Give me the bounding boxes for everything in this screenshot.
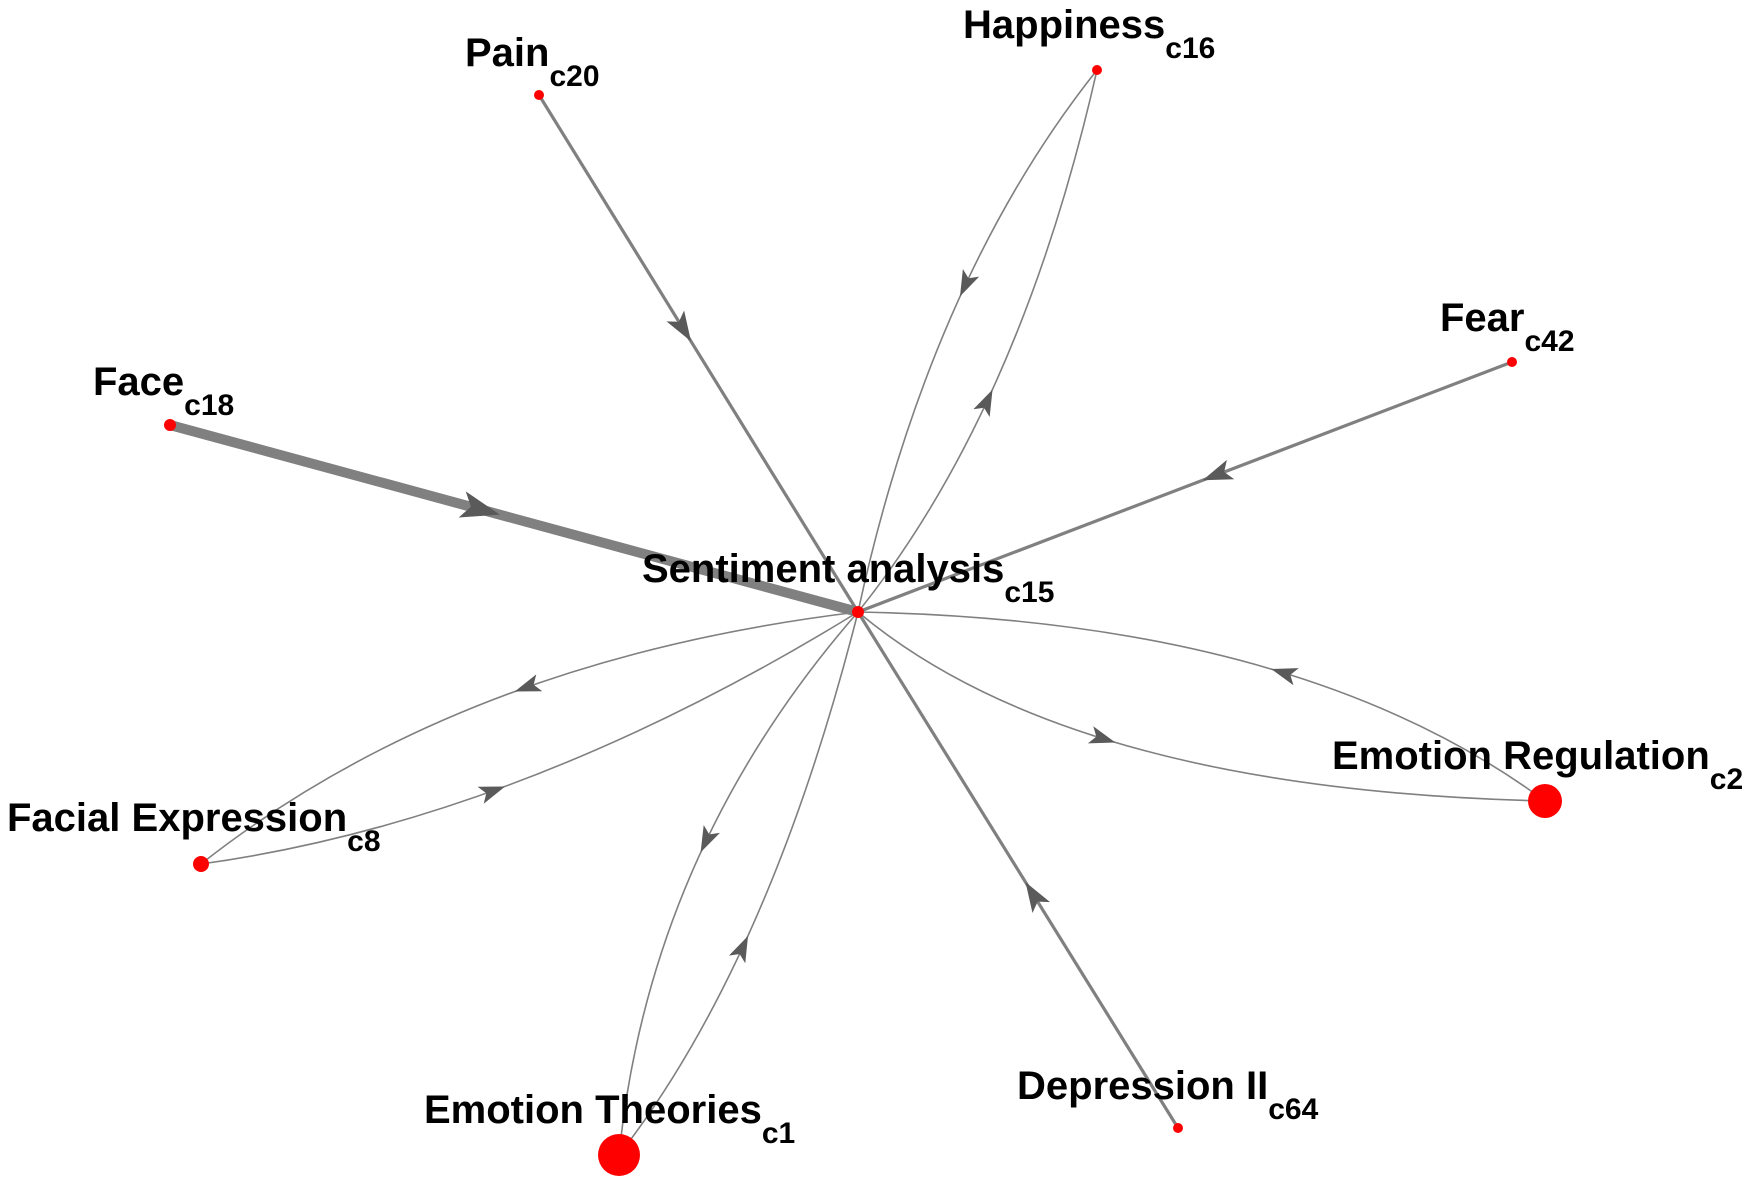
label-sub-emotion-regulation: c2 bbox=[1710, 763, 1743, 796]
arrowhead-facial-expression-to-sentiment-analysis bbox=[477, 786, 506, 804]
arrowhead-sentiment-analysis-to-facial-expression bbox=[514, 674, 543, 692]
label-main-fear: Fear bbox=[1440, 296, 1525, 340]
node-facial-expression bbox=[193, 856, 209, 872]
label-sentiment-analysis: Sentiment analysisc15 bbox=[642, 547, 1054, 609]
label-sub-emotion-theories: c1 bbox=[762, 1117, 795, 1150]
label-emotion-theories: Emotion Theoriesc1 bbox=[424, 1088, 795, 1150]
label-fear: Fearc42 bbox=[1440, 296, 1575, 358]
label-emotion-regulation: Emotion Regulationc2 bbox=[1332, 734, 1743, 796]
arrowhead-happiness-to-sentiment-analysis bbox=[959, 269, 980, 297]
edge-sentiment-analysis-to-emotion-regulation bbox=[857, 611, 1546, 802]
label-sub-happiness: c16 bbox=[1165, 32, 1215, 65]
edge-sentiment-analysis-to-emotion-theories bbox=[618, 611, 859, 1156]
edge-emotion-theories-to-sentiment-analysis bbox=[618, 611, 859, 1156]
edge-emotion-regulation-to-sentiment-analysis bbox=[857, 611, 1546, 802]
arrowhead-emotion-regulation-to-sentiment-analysis bbox=[1271, 668, 1299, 686]
arrowhead-emotion-theories-to-sentiment-analysis bbox=[728, 935, 749, 964]
label-face: Facec18 bbox=[93, 360, 234, 422]
label-main-face: Face bbox=[93, 360, 184, 404]
node-emotion-theories bbox=[598, 1134, 640, 1176]
label-main-emotion-theories: Emotion Theories bbox=[424, 1088, 762, 1132]
edge-facial-expression-to-sentiment-analysis bbox=[200, 611, 859, 865]
nodes-layer bbox=[164, 65, 1562, 1176]
edge-fear-to-sentiment-analysis bbox=[857, 360, 1513, 614]
label-main-pain: Pain bbox=[465, 31, 549, 75]
edge-sentiment-analysis-to-facial-expression bbox=[200, 611, 859, 865]
label-sub-fear: c42 bbox=[1525, 325, 1575, 358]
label-sub-depression-ii: c64 bbox=[1268, 1093, 1318, 1126]
labels-layer: Sentiment analysisc15 Painc20 Happinessc16… bbox=[7, 3, 1743, 1150]
label-sub-face: c18 bbox=[184, 389, 234, 422]
label-happiness: Happinessc16 bbox=[963, 3, 1215, 65]
edge-happiness-to-sentiment-analysis bbox=[857, 69, 1098, 613]
arrowhead-face-to-sentiment-analysis bbox=[458, 491, 500, 518]
label-sub-pain: c20 bbox=[549, 60, 599, 93]
node-pain bbox=[534, 90, 544, 100]
node-emotion-regulation bbox=[1528, 784, 1562, 818]
edge-face-to-sentiment-analysis bbox=[168, 420, 860, 617]
label-facial-expression: Facial Expressionc8 bbox=[7, 796, 381, 858]
label-main-facial-expression: Facial Expression bbox=[7, 796, 347, 840]
edges-layer bbox=[168, 69, 1546, 1156]
arrowhead-pain-to-sentiment-analysis bbox=[666, 310, 692, 342]
node-happiness bbox=[1092, 65, 1102, 75]
label-sub-facial-expression: c8 bbox=[347, 825, 380, 858]
label-main-emotion-regulation: Emotion Regulation bbox=[1332, 734, 1710, 778]
node-fear bbox=[1507, 357, 1517, 367]
label-main-depression-ii: Depression II bbox=[1017, 1064, 1268, 1108]
label-main-sentiment-analysis: Sentiment analysis bbox=[642, 547, 1004, 591]
node-sentiment-analysis bbox=[852, 606, 864, 618]
node-depression-ii bbox=[1173, 1123, 1183, 1133]
label-main-happiness: Happiness bbox=[963, 3, 1165, 47]
arrowhead-fear-to-sentiment-analysis bbox=[1202, 459, 1235, 481]
edge-sentiment-analysis-to-happiness bbox=[857, 69, 1098, 613]
label-pain: Painc20 bbox=[465, 31, 600, 93]
arrowhead-sentiment-analysis-to-emotion-regulation bbox=[1087, 726, 1116, 744]
node-face bbox=[164, 419, 176, 431]
edge-depression-ii-to-sentiment-analysis bbox=[856, 611, 1180, 1129]
arrowhead-sentiment-analysis-to-happiness bbox=[973, 389, 993, 417]
arrowhead-sentiment-analysis-to-emotion-theories bbox=[700, 825, 720, 853]
label-depression-ii: Depression IIc64 bbox=[1017, 1064, 1319, 1126]
edge-pain-to-sentiment-analysis bbox=[537, 94, 860, 613]
label-sub-sentiment-analysis: c15 bbox=[1004, 576, 1054, 609]
arrowhead-depression-ii-to-sentiment-analysis bbox=[1025, 882, 1051, 913]
